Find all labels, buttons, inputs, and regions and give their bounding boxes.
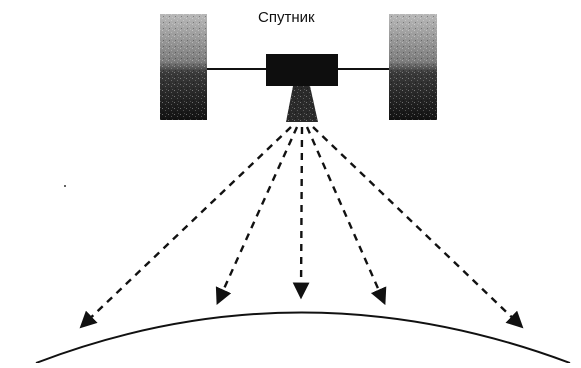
- stray-mark: [64, 185, 66, 187]
- satellite-label: Спутник: [258, 9, 315, 26]
- beam-arrow: [79, 126, 292, 329]
- left-solar-panel: [160, 14, 207, 120]
- satellite-body: [266, 54, 338, 86]
- beams-group: [79, 126, 524, 329]
- earth-surface: [35, 311, 571, 364]
- antenna-horn: [286, 86, 318, 122]
- beam-arrow: [305, 126, 387, 306]
- beam-arrow: [215, 126, 299, 306]
- beam-arrow: [292, 126, 310, 300]
- right-solar-panel: [389, 14, 437, 120]
- beam-arrow: [312, 126, 524, 329]
